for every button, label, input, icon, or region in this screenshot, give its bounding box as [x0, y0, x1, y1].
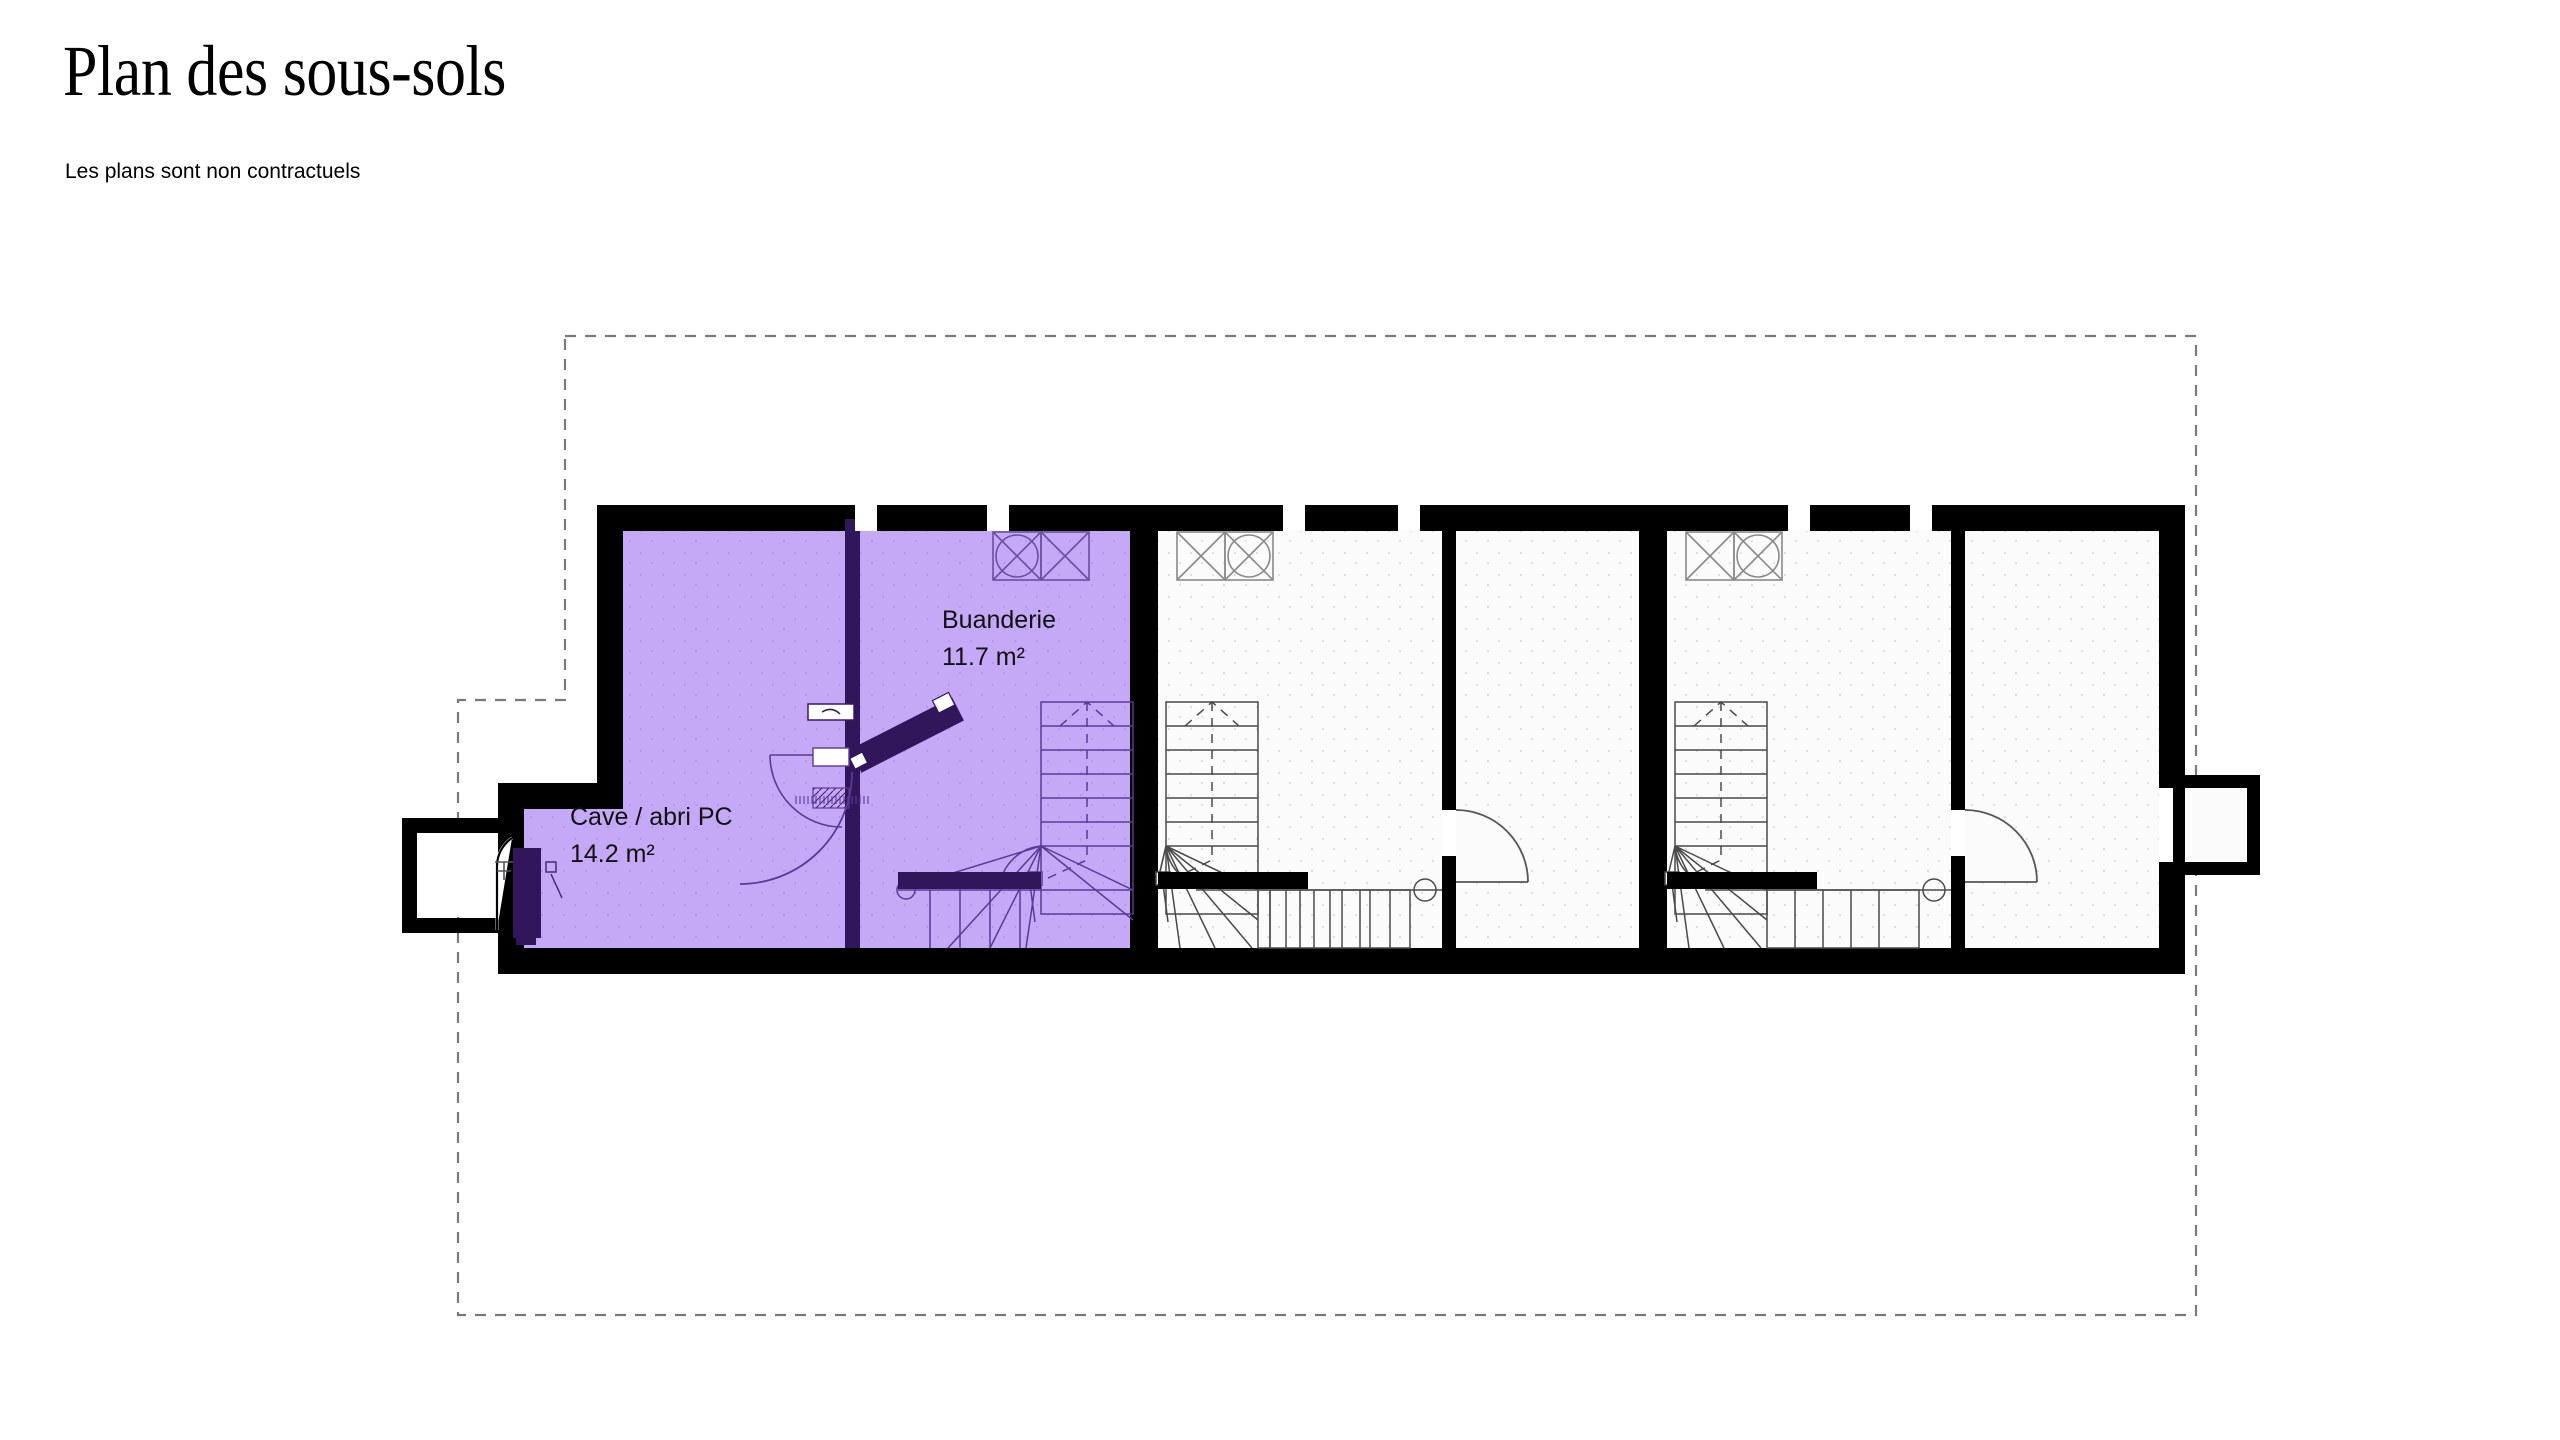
vent-opening-2: [987, 505, 1009, 531]
room-name-buanderie: Buanderie: [942, 606, 1056, 634]
door-leaf-left: [513, 848, 541, 938]
room-area-buanderie: 11.7 m²: [942, 643, 1025, 671]
vent-opening-5: [1788, 505, 1810, 531]
room-unit3-right: [1959, 519, 2245, 948]
room-unit2-right: [1450, 519, 1650, 948]
room-label-buanderie: Buanderie 11.7 m²: [942, 606, 1056, 671]
page-subtitle: Les plans sont non contractuels: [65, 160, 361, 183]
staircase-3: [1664, 700, 1951, 949]
entry-door-left: [495, 836, 563, 945]
vent-opening-6: [1910, 505, 1932, 531]
page-title: Plan des sous-sols: [63, 31, 506, 111]
vent-opening-1: [855, 505, 877, 531]
room-name-cave: Cave / abri PC: [570, 803, 733, 831]
vent-opening-3: [1283, 505, 1305, 531]
appliance-pair-3: [1685, 531, 1783, 581]
appliance-pair-2: [1176, 531, 1274, 581]
room-area-cave: 14.2 m²: [570, 840, 655, 868]
staircase-1: [896, 700, 1134, 949]
stair-landing-edge-3: [1667, 872, 1817, 889]
room-left-annex: [415, 832, 510, 917]
door-unit-3: [1951, 809, 2038, 883]
interior-walls: [845, 505, 1965, 948]
vent-opening-4: [1398, 505, 1420, 531]
stair-landing-edge-1: [898, 872, 1041, 889]
door-right-annex: [2159, 788, 2173, 862]
door-unit-2: [1442, 809, 1529, 883]
wall-cave-buanderie: [845, 519, 860, 948]
room-label-cave: Cave / abri PC 14.2 m²: [570, 803, 733, 868]
wall-vents: [855, 505, 1932, 531]
room-cave-abri-pc: [510, 519, 845, 948]
wall-unit2-unit3: [1639, 505, 1667, 948]
property-boundary: [456, 334, 2198, 1317]
appliance-pair-1: [992, 531, 1090, 581]
interior-door-cave-buanderie: [739, 691, 964, 885]
wall-unit1-unit2: [1130, 505, 1158, 948]
staircase-2: [1155, 700, 1442, 949]
stair-landing-edge-2: [1158, 872, 1308, 889]
